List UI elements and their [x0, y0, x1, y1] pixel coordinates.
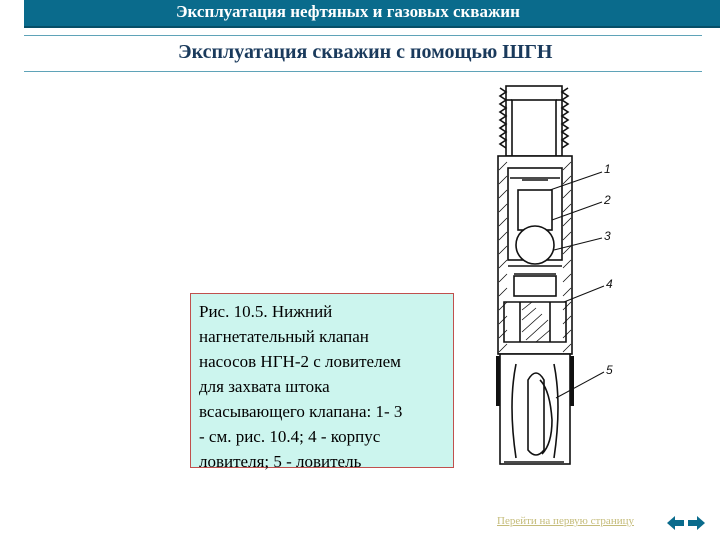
callout-3: 3: [604, 229, 611, 243]
callout-5: 5: [606, 363, 613, 377]
caption-text: Рис. 10.5. Нижний нагнетательный клапан …: [199, 302, 403, 471]
valve-drawing: 1 2 3 4 5: [496, 85, 613, 465]
page-title: Эксплуатация скважин с помощью ШГН: [178, 41, 553, 63]
callout-2: 2: [603, 193, 611, 207]
caption-box: Рис. 10.5. Нижний нагнетательный клапан …: [190, 293, 454, 471]
header-bar: Эксплуатация нефтяных и газовых скважин: [24, 0, 720, 28]
header-title: Эксплуатация нефтяных и газовых скважин: [176, 2, 520, 21]
callout-1: 1: [604, 162, 611, 176]
back-forward-arrows-icon[interactable]: [666, 514, 706, 532]
divider-top: [24, 35, 702, 36]
first-page-link[interactable]: Перейти на первую страницу: [497, 515, 634, 527]
divider-bottom: [24, 71, 702, 72]
callout-4: 4: [606, 277, 613, 291]
